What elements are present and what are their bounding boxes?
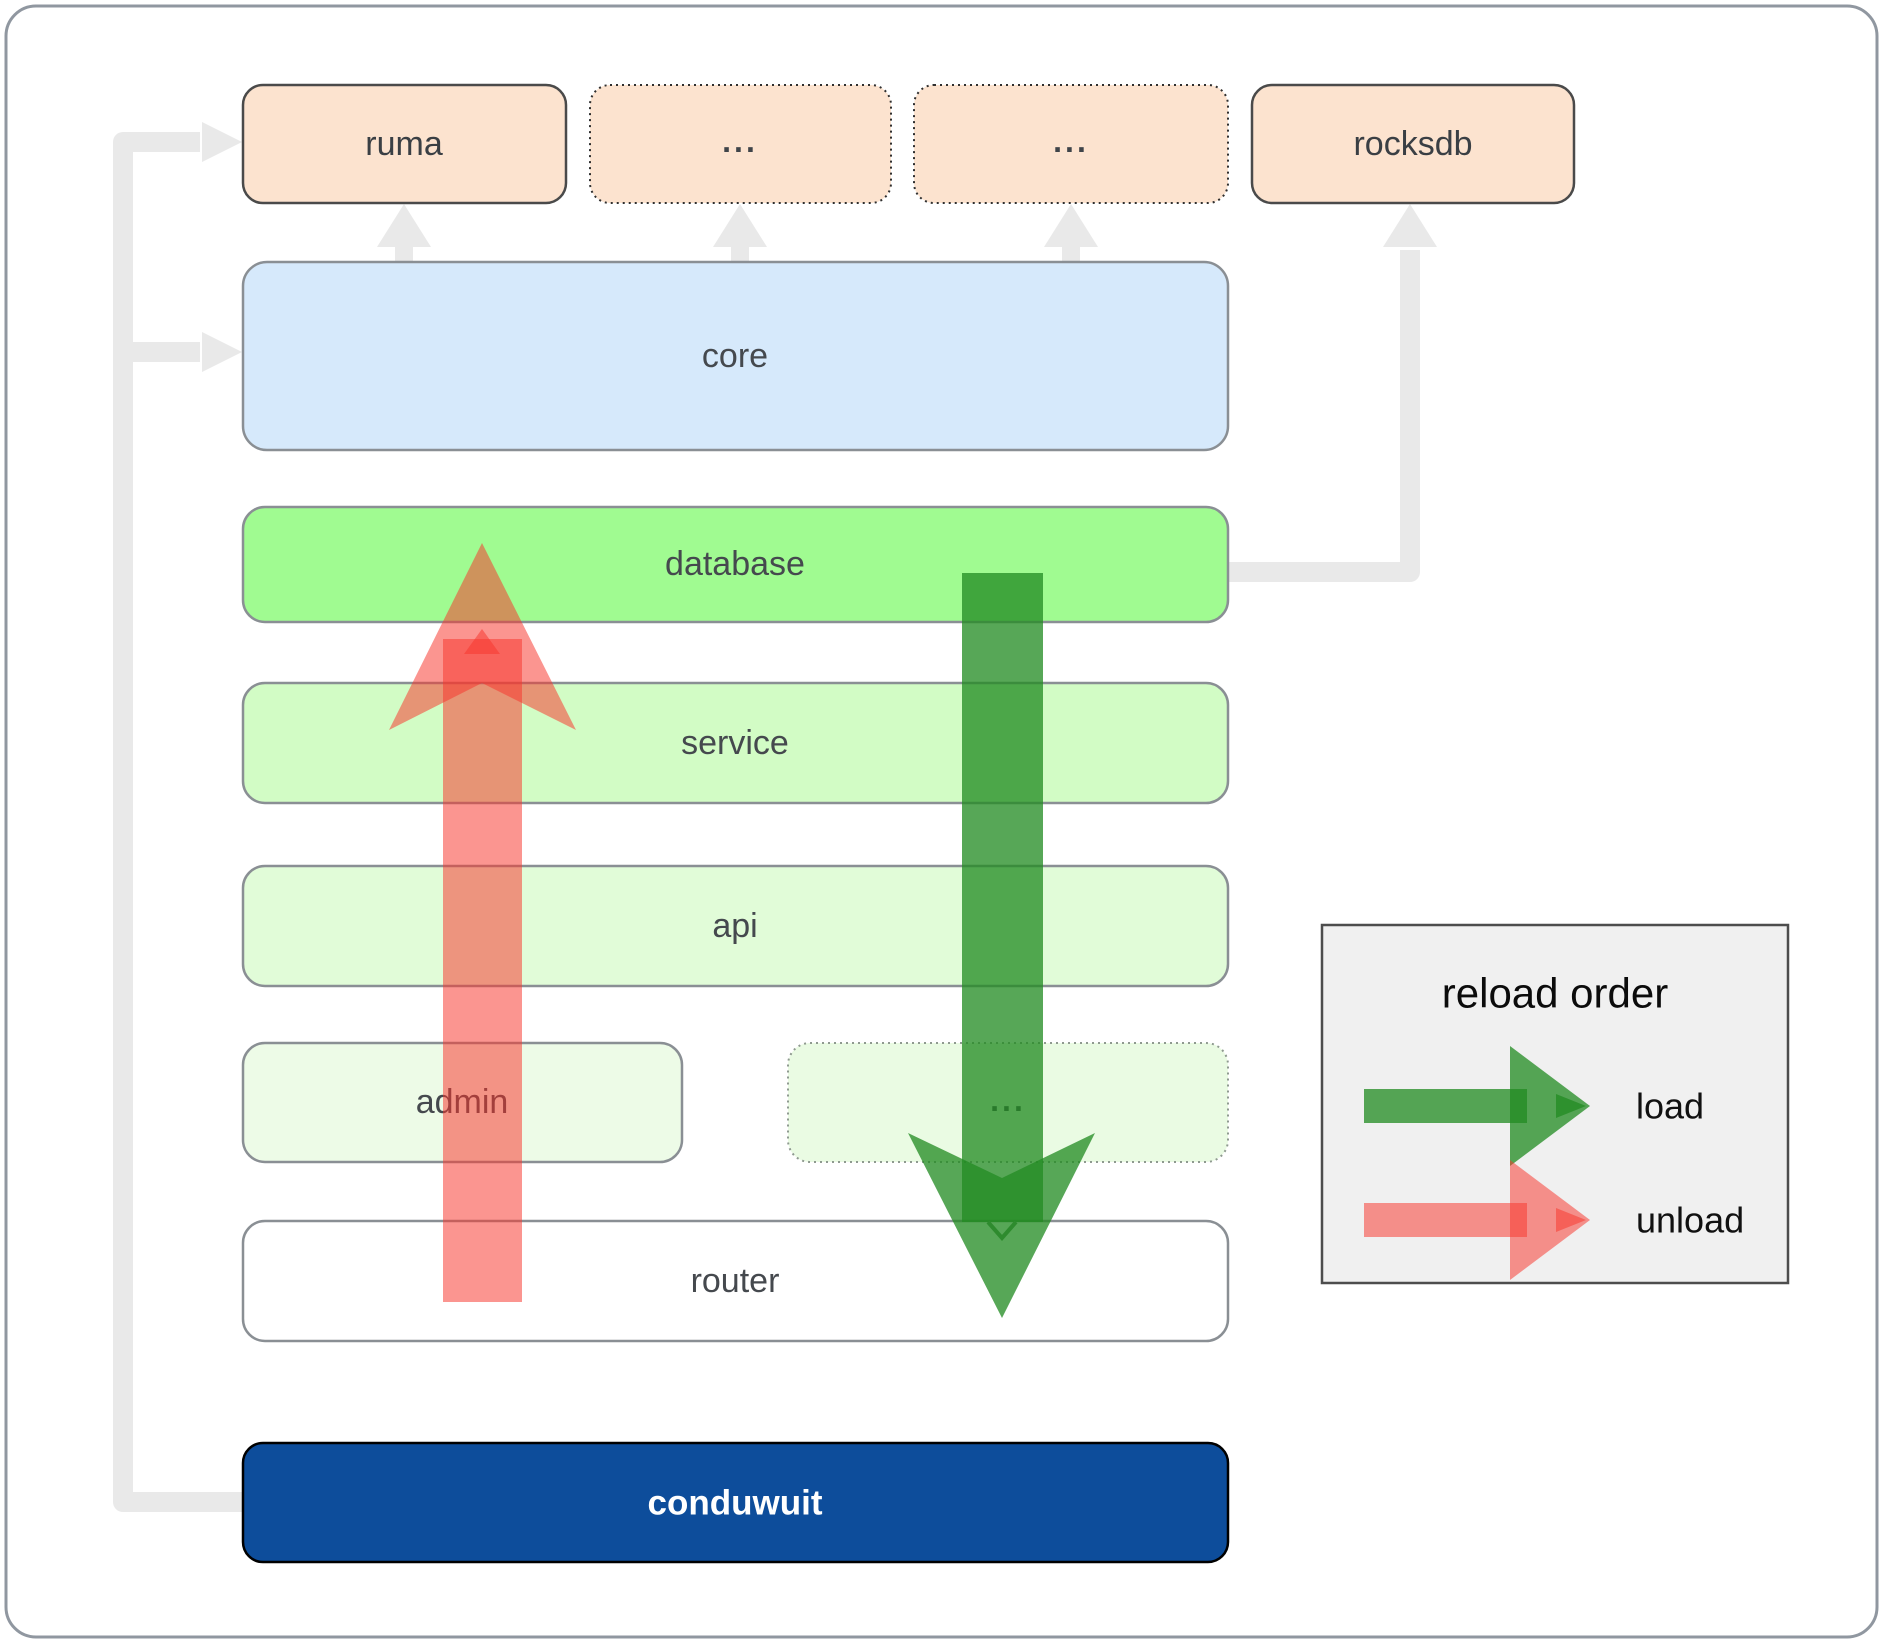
node-ruma: ruma [241, 83, 568, 205]
arrow-core-to-ellipsis-1 [713, 204, 767, 264]
conduwuit-label: conduwuit [648, 1484, 823, 1523]
arrowhead-to-rocksdb-icon [1383, 204, 1437, 247]
legend-load-label: load [1636, 1086, 1704, 1127]
unload-arrow-icon [389, 543, 576, 1302]
api-label: api [712, 907, 757, 945]
arrow-core-to-ellipsis-2 [1044, 204, 1098, 264]
load-arrow-shaft [962, 573, 1043, 1222]
legend-unload-arrow-icon [1364, 1160, 1590, 1280]
arrowhead-to-core-icon [202, 332, 242, 372]
node-rocksdb: rocksdb [1250, 83, 1576, 205]
legend-load-arrow-icon [1364, 1046, 1590, 1166]
service-label: service [681, 724, 789, 762]
legend-unload-label: unload [1636, 1200, 1744, 1241]
node-core: core [241, 260, 1230, 452]
load-arrowhead [908, 1133, 1095, 1318]
unload-arrow-shaft [443, 639, 522, 1302]
unload-arrow-tip-marker [464, 629, 500, 654]
rocksdb-label: rocksdb [1353, 125, 1472, 163]
legend-title: reload order [1442, 970, 1668, 1017]
node-service: service [241, 681, 1230, 805]
core-label: core [702, 337, 768, 375]
legend: reload order load unload [1320, 923, 1790, 1285]
arrow-core-to-ruma [377, 204, 431, 264]
gray-connectors [113, 122, 1437, 1512]
router-label: router [691, 1262, 780, 1300]
node-api: api [241, 864, 1230, 988]
connector-database-to-rocksdb [1228, 250, 1420, 582]
node-ellipsis-top-2: ... [913, 84, 1229, 204]
ellipsis-top-1-label: ... [722, 123, 758, 159]
node-ellipsis-top-1: ... [589, 84, 892, 204]
outer-frame [4, 4, 1879, 1639]
ruma-label: ruma [365, 125, 443, 163]
node-router: router [241, 1219, 1230, 1343]
load-arrow-icon [908, 573, 1095, 1318]
connector-conduwuit-trunk [113, 132, 243, 1512]
node-conduwuit: conduwuit [241, 1441, 1230, 1564]
node-database: database [241, 505, 1230, 624]
database-label: database [665, 545, 805, 583]
load-arrow-tip-marker [986, 1220, 1018, 1242]
ellipsis-top-2-label: ... [1053, 123, 1089, 159]
arrowhead-to-ruma-icon [202, 122, 242, 162]
